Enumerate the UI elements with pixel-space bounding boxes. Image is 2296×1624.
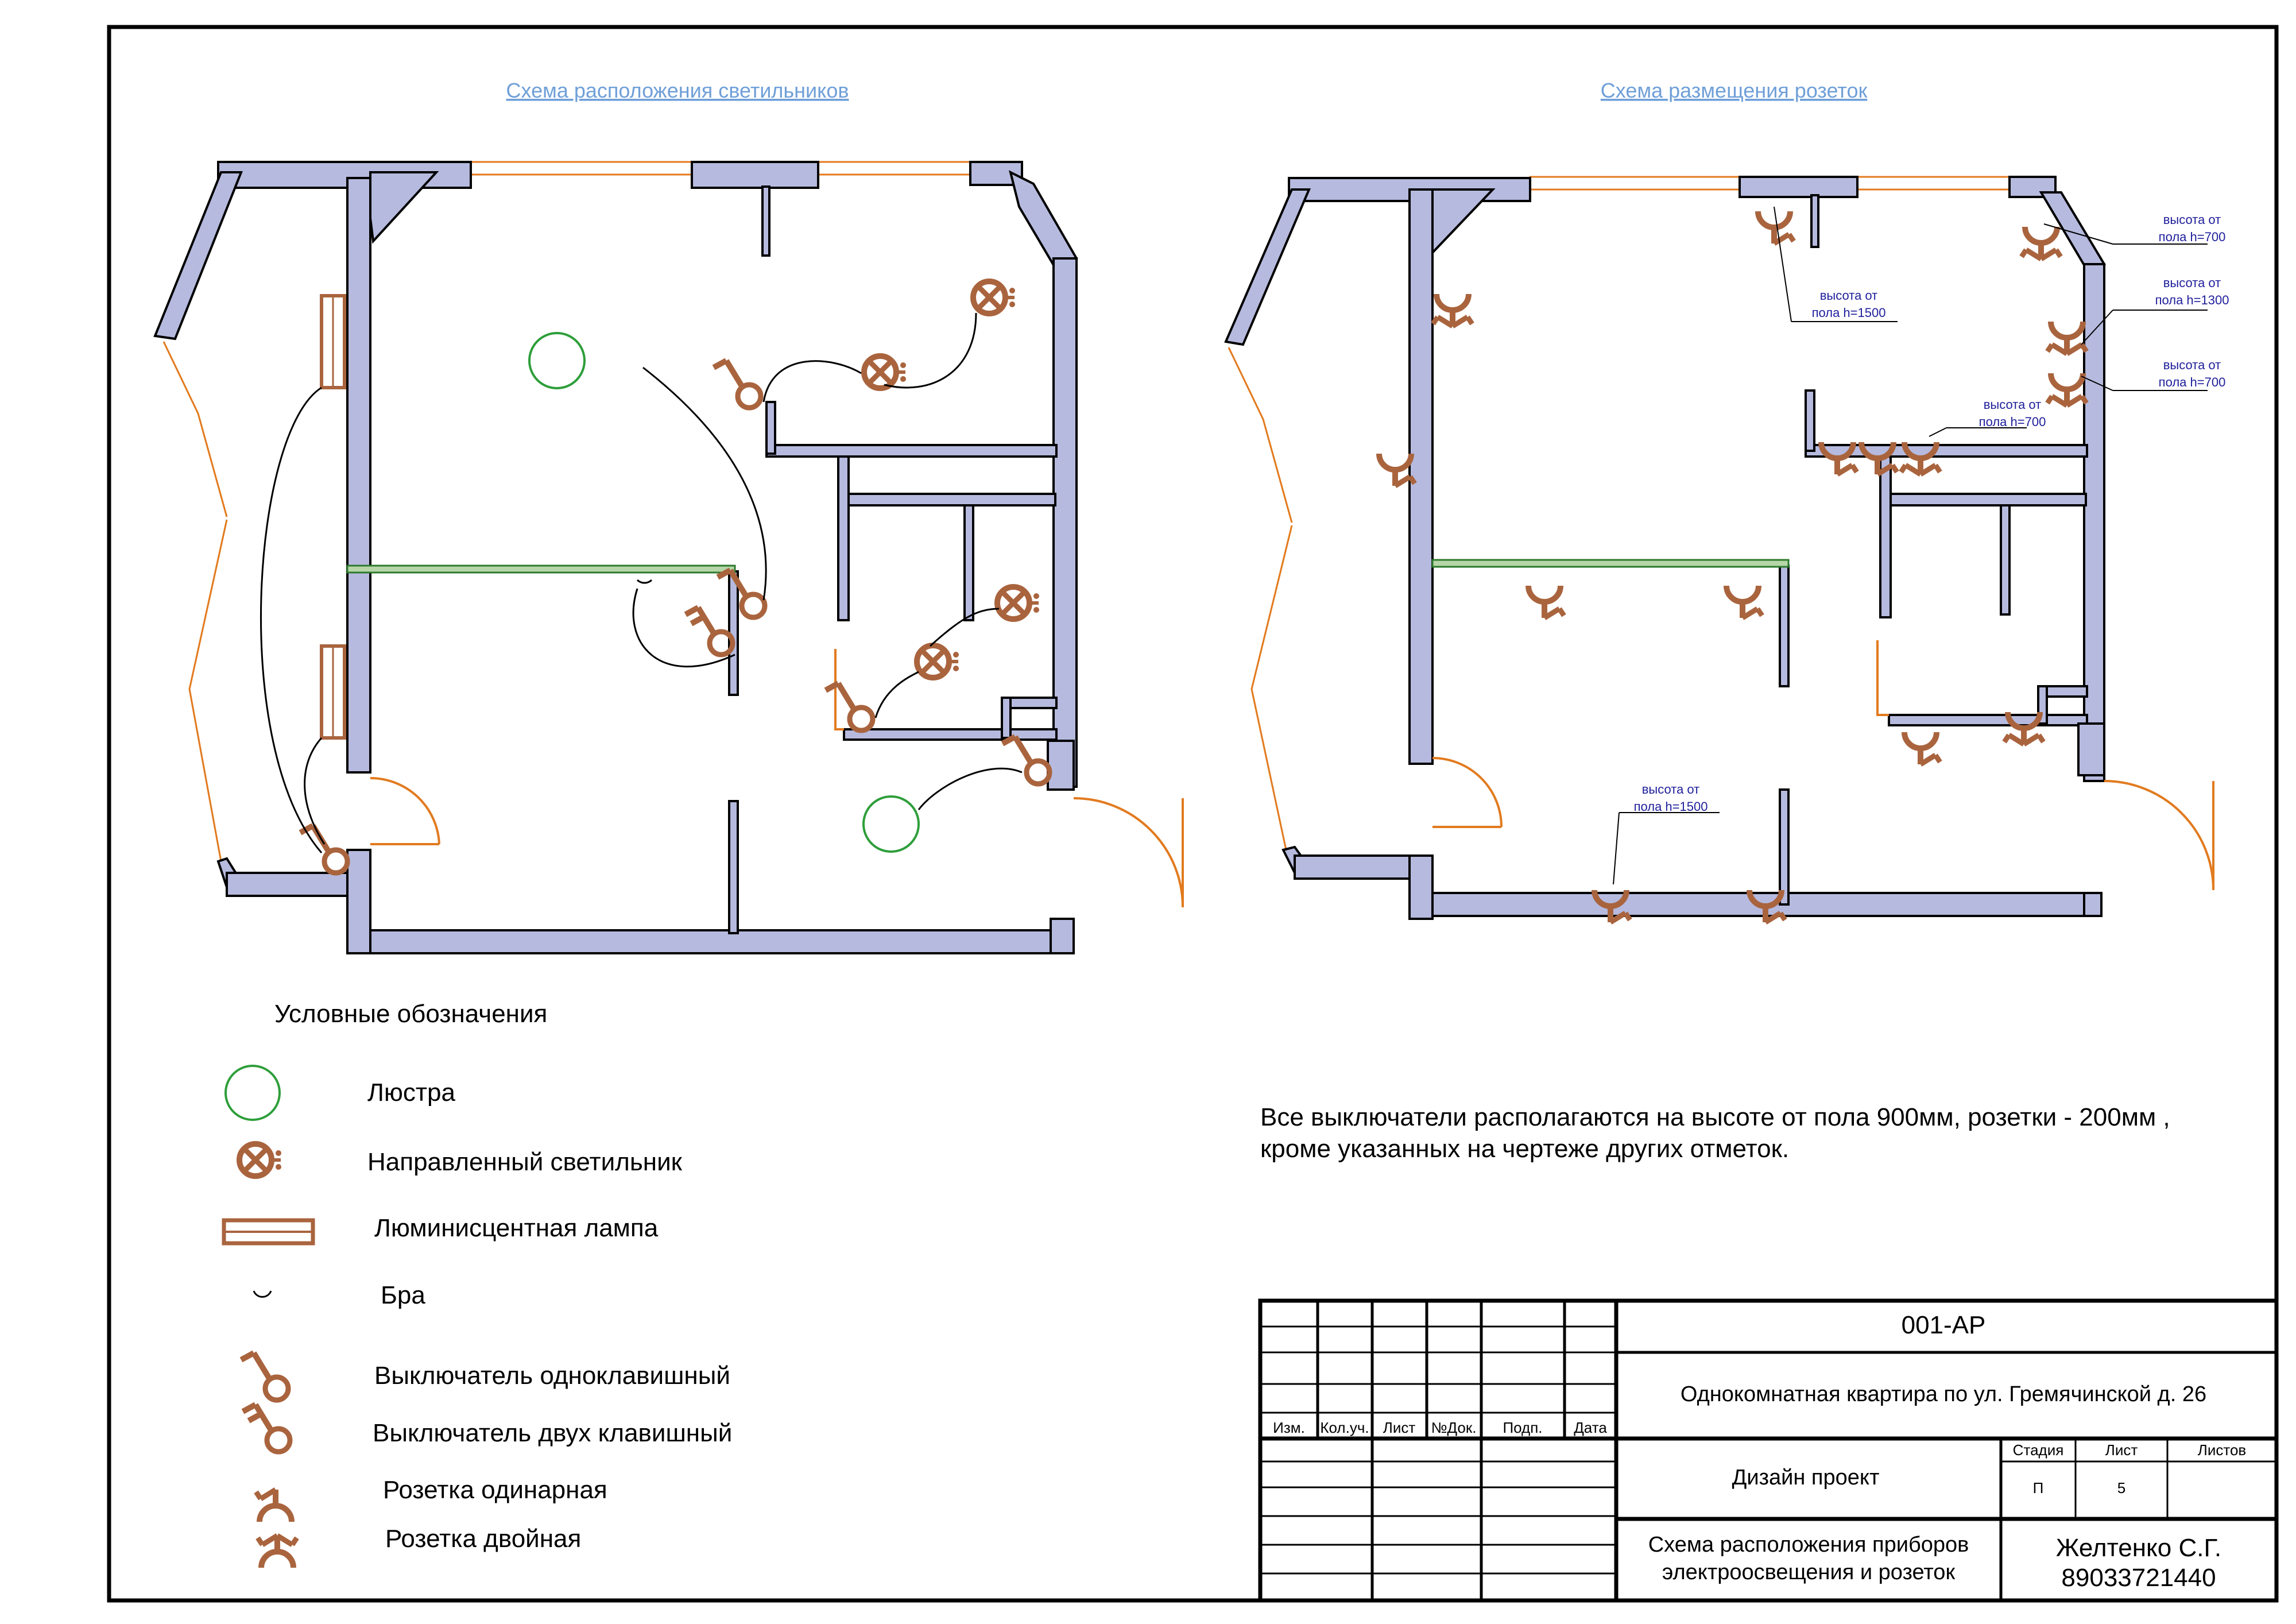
col-izm: Изм. [1273,1419,1305,1436]
note-h1500-a-line1: высота от [1820,288,1878,303]
socket-5 [2047,322,2086,354]
stage-value: П [2033,1479,2044,1497]
chandelier-icon [224,1065,281,1121]
sheet-value: 5 [2117,1479,2125,1497]
note-h1500-b-line2: пола h=1500 [1634,799,1708,814]
col-podp: Подп. [1503,1419,1542,1436]
author-name: Желтенко С.Г. [2056,1534,2221,1562]
sheet-header: Лист [2105,1441,2138,1459]
note-h700-a-line1: высота от [2163,212,2221,227]
lighting-plan: Схема расположения светильников [153,79,1184,954]
legend-label-single-socket: Розетка одинарная [383,1476,607,1504]
title-block-text: Изм. Кол.уч. Лист №Док. Подп. Дата 001-А… [1273,1311,2246,1592]
switch-5 [1002,737,1050,784]
legend: Условные обозначения Люстра Направленный… [222,1000,732,1568]
note-h1500-b-line1: высота от [1642,782,1700,796]
lighting-doors [370,649,1184,908]
wall-lamp [636,579,653,584]
lighting-plan-title[interactable]: Схема расположения светильников [506,79,849,102]
spotlight-2 [864,356,906,388]
note-h700-b-line1: высота от [2163,358,2221,372]
note-h1300-line2: пола h=1300 [2155,293,2229,307]
socket-12 [1904,732,1940,764]
switch-3 [686,608,733,655]
legend-label-chandelier: Люстра [367,1078,455,1107]
col-list: Лист [1383,1419,1416,1436]
legend-label-single-switch: Выключатель одноклавишный [374,1362,730,1390]
note-h700-c-line2: пола h=700 [1979,415,2046,429]
double-socket-icon [258,1536,297,1568]
lighting-wires [260,312,1023,853]
drawing-title-line1: Схема расположения приборов [1648,1533,1969,1557]
author-phone: 89033721440 [2061,1564,2216,1592]
note-h700-b-line2: пола h=700 [2159,375,2226,389]
legend-title: Условные обозначения [274,1000,547,1028]
socket-2 [1433,294,1472,326]
spotlight-icon [239,1144,281,1176]
socket-6 [2047,373,2086,405]
switch-4 [826,683,873,730]
legend-label-double-switch: Выключатель двух клавишный [373,1419,732,1447]
sockets-windows [1228,176,2011,850]
col-kol-uch: Кол.уч. [1320,1419,1369,1436]
spotlight-3 [997,587,1039,619]
stage-header: Стадия [2013,1441,2064,1459]
spotlight-1 [973,281,1015,314]
sockets-partition [1431,559,1790,568]
legend-label-double-socket: Розетка двойная [385,1525,581,1553]
socket-10 [1528,586,1564,618]
object-name: Однокомнатная квартира по ул. Гремячинск… [1681,1382,2206,1406]
single-switch-icon [241,1353,288,1400]
legend-label-spotlight: Направленный светильник [367,1148,683,1176]
lighting-windows [162,161,971,862]
spotlight-4 [917,645,959,678]
drawing-title-line2: электроосвещения и розеток [1662,1560,1956,1584]
fluorescent-lamps [320,294,346,740]
note-h700-c-line1: высота от [1984,397,2042,412]
chandelier-2 [862,795,920,853]
general-note-line2: кроме указанных на чертеже других отмето… [1260,1135,1789,1163]
socket-11 [1726,586,1762,618]
col-ndok: №Док. [1431,1419,1477,1436]
sheets-header: Листов [2198,1441,2246,1459]
sockets-doors [1432,640,2214,891]
socket-4 [2022,227,2061,259]
legend-label-fluorescent: Люминисцентная лампа [374,1214,659,1242]
title-block [1258,1298,2279,1603]
single-socket-icon [256,1490,292,1522]
general-note-line1: Все выключатели располагаются на высоте … [1260,1103,2170,1131]
lighting-partition [346,564,736,574]
height-leaders [1613,206,2208,885]
legend-label-wall-lamp: Бра [381,1281,425,1309]
wall-lamp-icon [253,1290,272,1298]
col-data: Дата [1574,1419,1607,1436]
double-switch-icon [243,1405,290,1452]
sockets-plan-title[interactable]: Схема размещения розеток [1601,79,1868,102]
sockets-plan: Схема размещения розеток [1224,79,2229,922]
project-type: Дизайн проект [1732,1466,1880,1490]
note-h1300-line1: высота от [2163,276,2221,290]
fluorescent-lamp-icon [222,1218,315,1246]
doc-code: 001-АР [1902,1311,1986,1339]
switch-1 [714,361,761,408]
switch-2 [718,570,765,617]
sheet-frame [107,25,2279,1603]
note-h700-a-line2: пола h=700 [2159,230,2226,244]
note-h1500-a-line2: пола h=1500 [1812,306,1886,320]
height-notes: высота от пола h=1500 высота от пола h=7… [1634,212,2229,814]
lighting-walls [153,161,1078,954]
chandelier-1 [528,332,586,389]
